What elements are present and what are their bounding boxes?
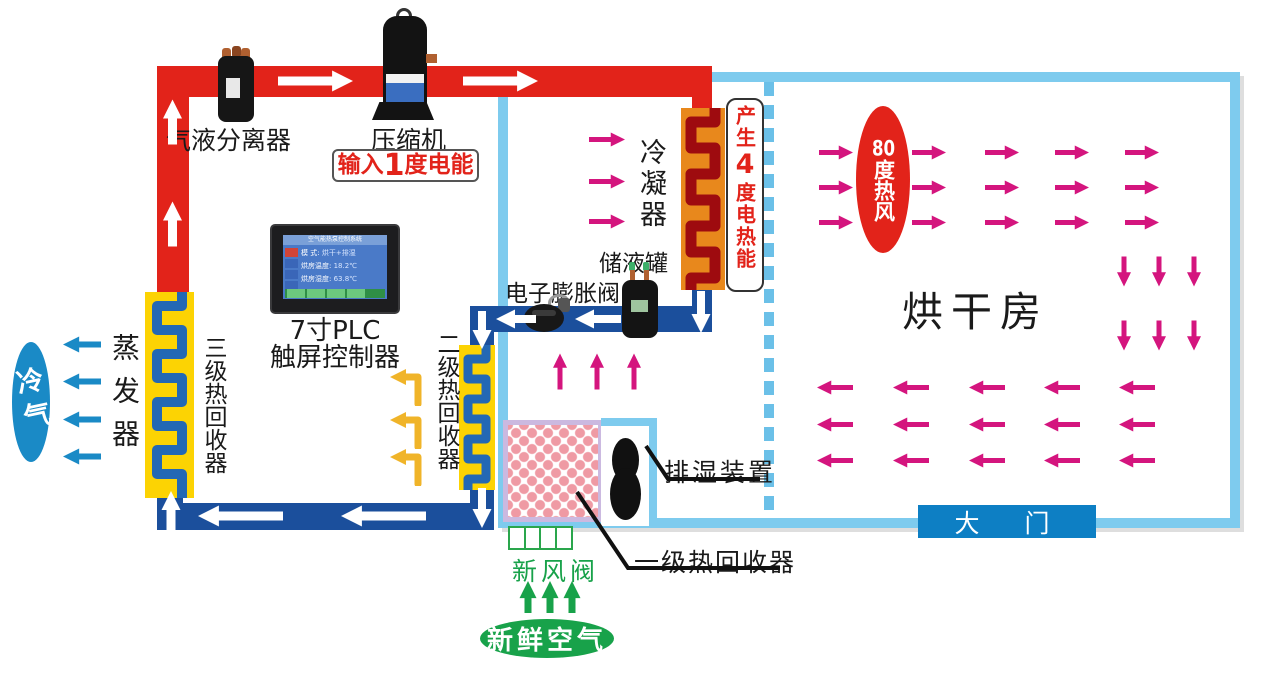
gas-liquid-separator (218, 46, 254, 122)
elbow-arrow-icon (390, 411, 424, 453)
separator-label: 气液分离器 (166, 126, 292, 155)
condenser-coil (681, 108, 725, 290)
input-energy-post: 度电能 (404, 152, 474, 178)
drying-room-label: 烘干房 (902, 288, 1049, 336)
compressor (368, 8, 437, 122)
fresh-air-valve-label: 新风阀 (512, 557, 600, 586)
expansion-valve (524, 294, 576, 334)
hot-pipe-left (157, 66, 189, 296)
heat-output-pre: 产生 (732, 105, 757, 149)
heat-output-num: 4 (729, 149, 761, 182)
drying-room-wall (498, 72, 1240, 528)
room-divider-dashed-line (764, 82, 774, 518)
recovery1-box (503, 420, 603, 522)
hot-air-temp: 80 (871, 137, 896, 159)
input-energy-num: 1 (383, 147, 405, 183)
cold-air-bubble: 冷气 (9, 342, 53, 462)
input-energy-pre: 输入 (337, 152, 384, 178)
flow-arrow-icon (63, 373, 101, 390)
flow-arrow-icon (63, 411, 101, 428)
recovery1-label: 一级热回收器 (634, 548, 797, 577)
recovery3-coil (145, 292, 194, 498)
cold-air-label: 冷气 (8, 364, 54, 440)
door-sign: 大 门 (918, 505, 1096, 538)
fresh-air-label: 新鲜空气 (486, 626, 607, 656)
flow-arrow-icon (63, 336, 101, 353)
fresh-air-bubble: 新鲜空气 (480, 619, 614, 658)
flow-arrow-icon (63, 448, 101, 465)
dehumidifier-box (601, 418, 657, 526)
liquid-pipe-bottom (157, 503, 494, 530)
elbow-arrow-icon (390, 368, 424, 410)
plc-touchscreen[interactable]: 空气能热泵控制系统 模 式: 烘干+排湿 烘房温度: 18.2℃ 烘房湿度: 6… (270, 224, 400, 314)
plc-screen-title: 空气能热泵控制系统 (283, 235, 387, 245)
plc-screen-rows: 模 式: 烘干+排湿 烘房温度: 18.2℃ 烘房湿度: 63.8℃ (301, 249, 358, 283)
hot-air-bubble: 80度热风 (856, 106, 910, 253)
liquid-pipe-up-recovery3 (157, 497, 183, 530)
fresh-air-valve (508, 526, 573, 550)
evaporator-label: 蒸发器 (108, 333, 141, 462)
condenser-label: 冷凝器 (635, 138, 666, 231)
door-label: 大 门 (954, 508, 1060, 538)
hot-air-text: 度热风 (871, 158, 896, 222)
elbow-arrow-icon (390, 448, 424, 490)
plc-label-line1: 7寸PLC (289, 316, 381, 346)
dehumidifier-label: 排湿装置 (664, 458, 777, 487)
heat-output-post: 度电热能 (732, 182, 757, 270)
heat-output-box: 产生4度电热能 (726, 98, 764, 292)
liquid-pipe-horizontal (470, 306, 712, 332)
fan-blade-bottom (610, 468, 641, 520)
recovery3-label: 三级热回收器 (200, 336, 226, 474)
recovery2-coil (459, 345, 495, 490)
plc-label-line2: 触屏控制器 (269, 343, 400, 373)
receiver-tank (622, 262, 658, 338)
recovery2-label: 二级热回收器 (433, 332, 459, 470)
